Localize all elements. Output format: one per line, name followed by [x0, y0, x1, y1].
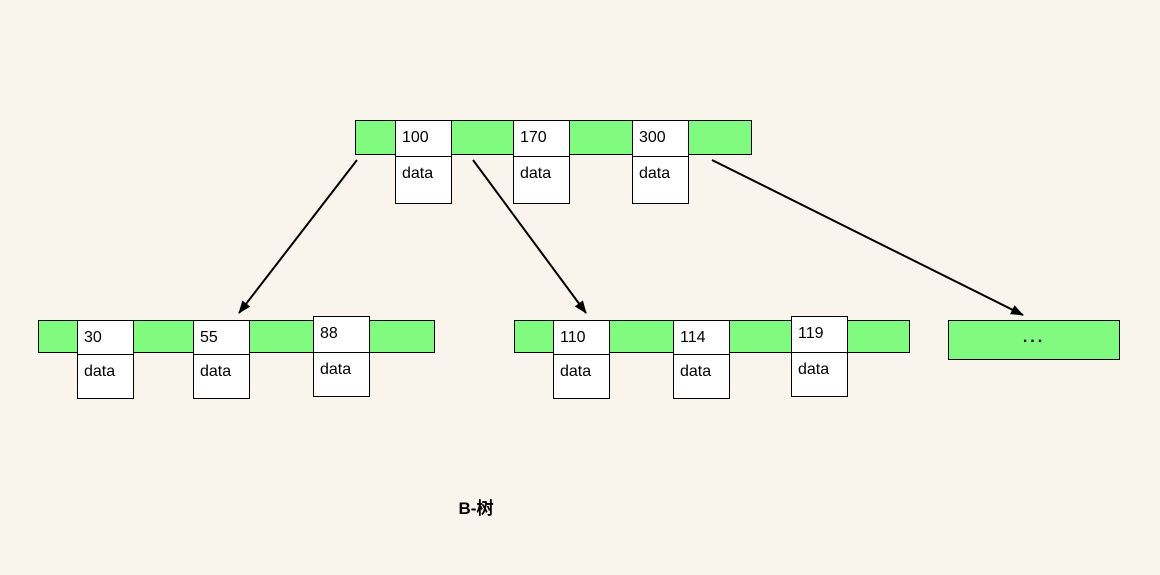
middle-child-data-cell: data — [553, 354, 610, 399]
arrow-root-to-left-child — [238, 159, 358, 314]
left-child-key-cell: 55 — [193, 320, 250, 355]
diagram-caption: B-树 — [458, 499, 494, 518]
left-child-data-cell: data — [77, 354, 134, 399]
root-key-cell: 170 — [513, 120, 570, 157]
root-key-cell: 100 — [395, 120, 452, 157]
left-child-key-cell: 30 — [77, 320, 134, 355]
arrow-root-to-right-child — [711, 159, 1024, 316]
middle-child-data-cell: data — [673, 354, 730, 399]
middle-child-key-cell: 119 — [791, 316, 848, 353]
left-child-data-cell: data — [313, 352, 370, 397]
root-key-cell: 300 — [632, 120, 689, 157]
middle-child-key-cell: 110 — [553, 320, 610, 355]
root-data-cell: data — [513, 156, 570, 204]
root-data-cell: data — [395, 156, 452, 204]
right-child-node-bar: ... — [948, 320, 1120, 360]
middle-child-key-cell: 114 — [673, 320, 730, 355]
root-data-cell: data — [632, 156, 689, 204]
left-child-key-cell: 88 — [313, 316, 370, 353]
middle-child-data-cell: data — [791, 352, 848, 397]
left-child-data-cell: data — [193, 354, 250, 399]
